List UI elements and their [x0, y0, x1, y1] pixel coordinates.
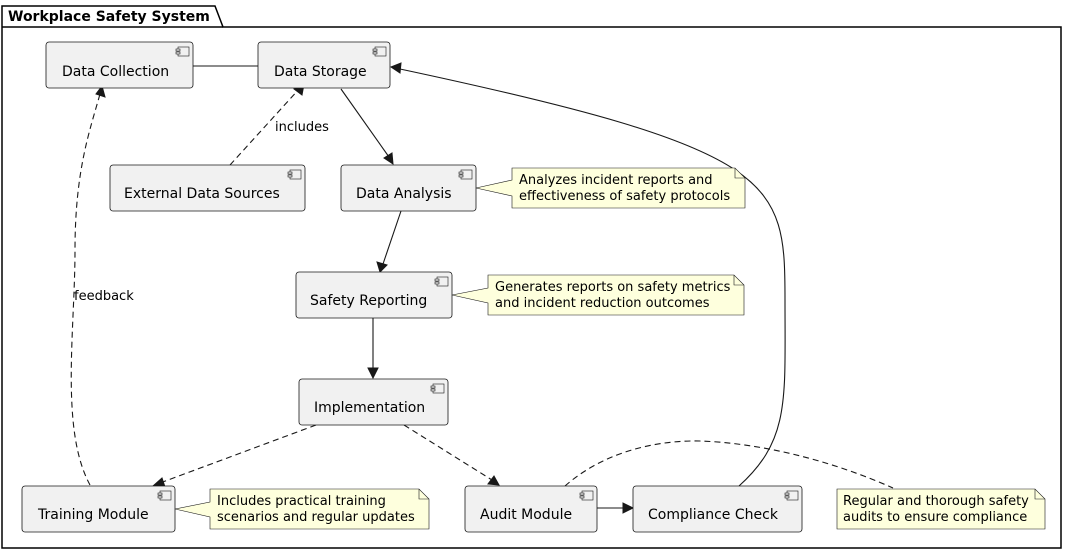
component-data-collection[interactable]: Data Collection [45, 41, 194, 89]
note-training-module: Includes practical training scenarios an… [174, 488, 430, 530]
component-training-module[interactable]: Training Module [21, 485, 176, 533]
component-implementation[interactable]: Implementation [298, 378, 449, 426]
component-compliance-check[interactable]: Compliance Check [632, 485, 803, 533]
component-label: Safety Reporting [310, 293, 427, 309]
component-label: External Data Sources [124, 186, 280, 202]
arrowhead-analysis-reporting [376, 261, 388, 273]
package-title: Workplace Safety System [8, 9, 210, 25]
component-label: Audit Module [480, 507, 572, 523]
arrowhead-implementation-audit [487, 475, 500, 486]
edges: includes Data Analysis --> Safety Report… [70, 62, 894, 514]
note-line: audits to ensure compliance [843, 510, 1027, 525]
edge-analysis-reporting [382, 210, 402, 265]
note-line: Regular and thorough safety [843, 494, 1029, 509]
edge-implementation-training [159, 424, 317, 484]
edge-label-includes: includes [275, 120, 329, 135]
component-label: Data Collection [62, 64, 169, 80]
arrowhead-compliance-storage [389, 62, 402, 74]
component-data-analysis[interactable]: Data Analysis [340, 164, 477, 212]
edge-label-feedback: feedback [74, 289, 134, 304]
note-line: effectiveness of safety protocols [519, 189, 730, 204]
edge-training-collection [70, 93, 101, 486]
package-workplace-safety-system: Workplace Safety System [1, 5, 1062, 549]
note-data-analysis: Analyzes incident reports and effectiven… [475, 167, 746, 209]
component-label: Data Analysis [356, 186, 452, 202]
edge-external-storage [229, 87, 301, 166]
edge-compliance-storage [399, 68, 786, 487]
note-line: and incident reduction outcomes [495, 296, 710, 311]
component-label: Compliance Check [648, 507, 779, 523]
component-label: Data Storage [274, 64, 367, 80]
component-external-data-sources[interactable]: External Data Sources [109, 164, 306, 212]
component-label: Implementation [314, 400, 425, 416]
note-line: Analyzes incident reports and [519, 173, 713, 188]
note-line: scenarios and regular updates [217, 510, 415, 525]
arrowhead-training-collection [95, 84, 106, 98]
component-audit-module[interactable]: Audit Module [464, 485, 598, 533]
edge-audit-note [564, 440, 894, 489]
edge-storage-analysis [340, 88, 390, 158]
component-data-storage[interactable]: Data Storage [257, 41, 391, 89]
component-label: Training Module [37, 507, 149, 523]
edge-implementation-audit [403, 424, 493, 481]
note-line: Generates reports on safety metrics [495, 280, 731, 295]
note-line: Includes practical training [217, 494, 386, 509]
note-safety-reporting: Generates reports on safety metrics and … [451, 274, 745, 316]
arrowhead-audit-compliance [622, 502, 635, 514]
note-audit-module: Regular and thorough safety audits to en… [836, 488, 1046, 530]
arrowhead-storage-analysis [383, 152, 394, 165]
arrowhead-reporting-implementation [367, 367, 379, 380]
component-safety-reporting[interactable]: Safety Reporting [295, 271, 453, 319]
